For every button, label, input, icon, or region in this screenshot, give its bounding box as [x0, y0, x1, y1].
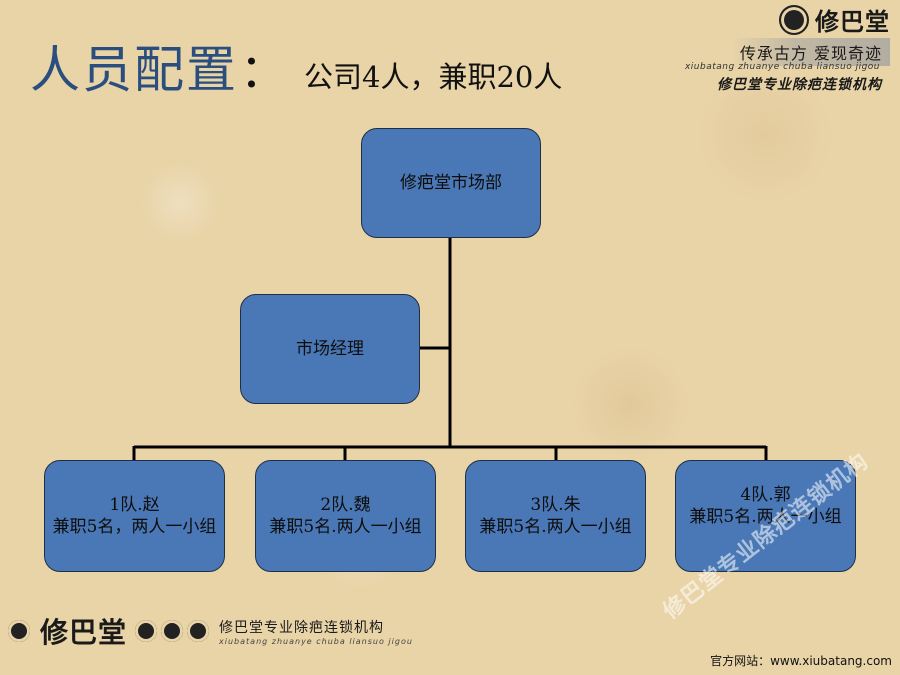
node-team-4: 4队.郭 兼职5名.两人一小组: [675, 460, 856, 572]
title-colon: ：: [240, 44, 286, 98]
seal-icon: [8, 620, 30, 642]
team-4-name: 4队.郭: [740, 485, 791, 505]
node-marketing-dept-label: 修疤堂市场部: [400, 173, 502, 193]
title-main: 人员配置: [30, 41, 238, 99]
seal-icon: [161, 620, 184, 642]
team-1-detail: 兼职5名，两人一小组: [52, 517, 217, 537]
brand-logo-text: 修巴堂: [815, 7, 890, 36]
seal-icon: [187, 620, 210, 642]
team-1-name: 1队.赵: [109, 495, 160, 515]
brand-full-name: 修巴堂专业除疤连锁机构: [717, 77, 882, 93]
footer-pinyin: xiubatang zhuanye chuba liansuo jigou: [219, 636, 413, 646]
seal-icon: [135, 620, 158, 642]
node-team-2: 2队.魏 兼职5名.两人一小组: [255, 460, 436, 572]
brand-pinyin: xiubatang zhuanye chuba liansuo jigou: [684, 62, 880, 72]
brand-logo: 修巴堂: [779, 2, 890, 37]
title-subtitle: 公司4人，兼职20人: [304, 60, 563, 94]
page-title: 人员配置 ： 公司4人，兼职20人: [30, 30, 562, 100]
node-marketing-dept: 修疤堂市场部: [361, 128, 541, 238]
website-link[interactable]: 官方网站：www.xiubatang.com: [710, 654, 892, 668]
brand-slogan: 传承古方 爱现奇迹: [731, 38, 890, 66]
team-3-name: 3队.朱: [530, 495, 581, 515]
team-3-detail: 兼职5名.两人一小组: [479, 517, 632, 537]
node-team-1: 1队.赵 兼职5名，两人一小组: [44, 460, 225, 572]
brand-header: 修巴堂 传承古方 爱现奇迹 xiubatang zhuanye chuba li…: [680, 2, 890, 97]
footer-logo-text: 修巴堂: [40, 616, 128, 649]
seal-icon: [779, 4, 809, 35]
footer-org-name: 修巴堂专业除疤连锁机构: [219, 619, 385, 636]
footer-brand: 修巴堂 修巴堂专业除疤连锁机构 xiubatang zhuanye chuba …: [8, 606, 413, 656]
team-2-detail: 兼职5名.两人一小组: [269, 517, 422, 537]
team-2-name: 2队.魏: [320, 495, 371, 515]
node-marketing-manager-label: 市场经理: [296, 339, 364, 359]
node-marketing-manager: 市场经理: [240, 294, 420, 404]
team-4-detail: 兼职5名.两人一小组: [689, 507, 842, 527]
node-team-3: 3队.朱 兼职5名.两人一小组: [465, 460, 646, 572]
